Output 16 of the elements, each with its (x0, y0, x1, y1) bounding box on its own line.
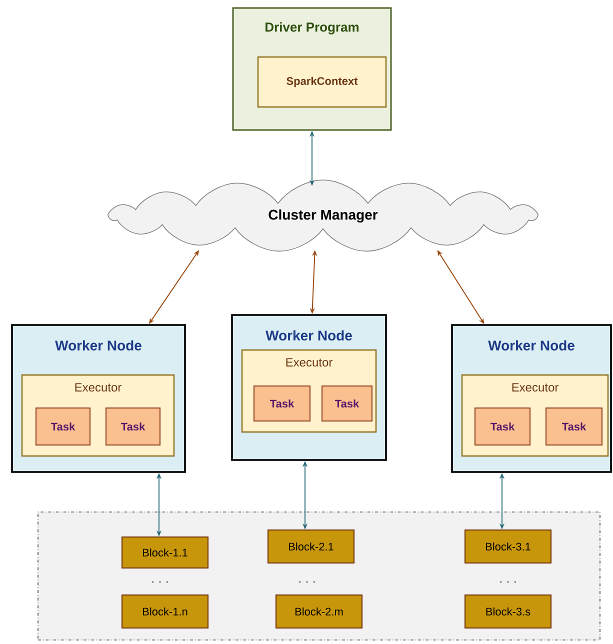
task-box: Task (254, 386, 310, 422)
block-box: Block-2.1 (268, 530, 354, 564)
task-box: Task (474, 408, 530, 446)
ellipsis-label: . . . (299, 581, 315, 583)
task-box: Task (106, 408, 160, 446)
ellipsis-label: . . . (152, 581, 168, 583)
task-box: Task (36, 408, 90, 446)
task-box: Task (546, 408, 602, 446)
block-box: Block-2.m (276, 594, 362, 628)
block-box: Block-1.n (122, 594, 208, 628)
task-box: Task (322, 386, 372, 422)
context-box: SparkContext (257, 56, 387, 108)
ellipsis-label: . . . (500, 581, 516, 583)
block-box: Block-1.1 (122, 536, 208, 568)
block-box: Block-3.1 (464, 530, 552, 564)
block-box: Block-3.s (464, 594, 552, 628)
